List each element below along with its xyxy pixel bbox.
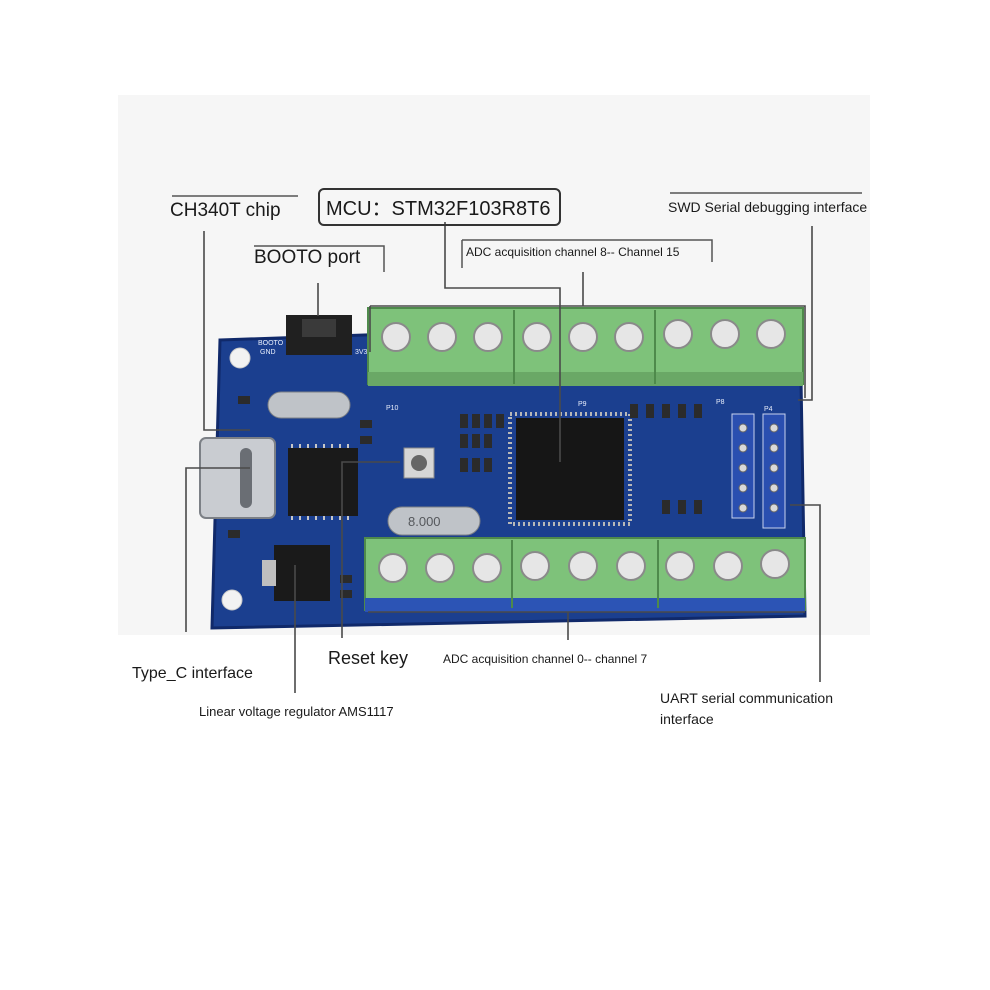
crystal-8mhz: 8.000 [387, 506, 481, 536]
svg-text:P8: P8 [716, 399, 725, 406]
leader-adc-low [368, 611, 805, 640]
crystal-top [267, 391, 351, 419]
label-regulator-ams1117: Linear voltage regulator AMS1117 [199, 704, 394, 719]
reset-key [403, 447, 435, 479]
leader-swd [798, 226, 813, 401]
leader-adc-high [369, 272, 806, 398]
svg-text:BOOTO: BOOTO [258, 340, 284, 347]
terminal-block-top [367, 307, 804, 386]
svg-text:P10: P10 [386, 405, 399, 412]
mcu-chip [508, 412, 632, 526]
leader-mcu [444, 222, 561, 462]
leader-uart [790, 504, 821, 682]
leader-lines [185, 222, 821, 693]
typec-connector [199, 437, 276, 519]
booto-jumper: BOOTO GND 3V3 [258, 315, 368, 356]
svg-text:GND: GND [260, 349, 276, 356]
smd-components [228, 396, 702, 598]
leader-ch340 [203, 231, 250, 431]
label-reset-key: Reset key [328, 648, 409, 668]
label-adc-channel-8-15: ADC acquisition channel 8-- Channel 15 [466, 245, 680, 259]
label-mcu: MCU：STM32F103R8T6 [318, 188, 561, 226]
svg-text:8.000: 8.000 [408, 514, 441, 529]
svg-text:P4: P4 [764, 406, 773, 413]
ch340-chip [288, 444, 358, 520]
regulator-ams1117 [262, 545, 330, 601]
label-uart-line-2: interface [660, 711, 714, 727]
label-ch340-chip: CH340T chip [170, 200, 281, 221]
svg-text:3V3: 3V3 [355, 349, 368, 356]
label-boxes [172, 192, 862, 272]
label-adc-channel-0-7: ADC acquisition channel 0-- channel 7 [443, 652, 648, 666]
svg-text:P9: P9 [578, 401, 587, 408]
terminal-block-bottom [364, 537, 806, 612]
leader-typec [185, 467, 250, 632]
label-uart-line-1: UART serial communication [660, 690, 833, 706]
label-typec-interface: Type_C interface [132, 665, 253, 682]
label-booto-port: BOOTO port [254, 247, 361, 268]
leader-reset [341, 461, 400, 638]
swd-uart-headers: P4 [731, 406, 786, 529]
label-swd-interface: SWD Serial debugging interface [668, 199, 868, 215]
